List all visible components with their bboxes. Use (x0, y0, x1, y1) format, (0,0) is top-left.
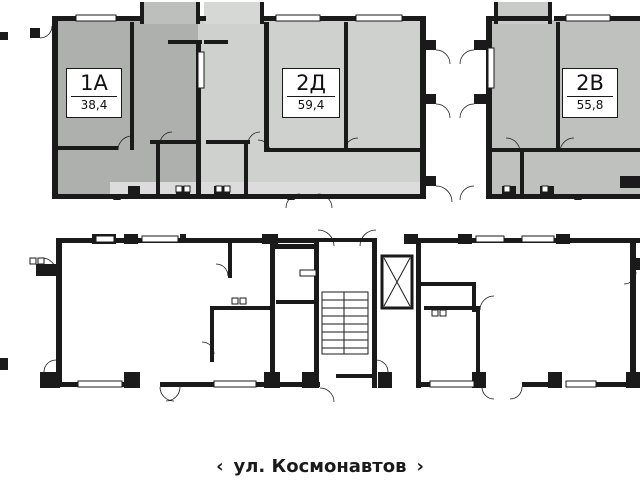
chevron-left-icon[interactable]: ‹ (216, 455, 224, 477)
apartment-number: 2Д (296, 71, 326, 95)
entry-arrows (113, 194, 582, 200)
street-name: ул. Космонавтов (233, 455, 407, 477)
street-caption: ‹ ул. Космонавтов › (0, 452, 640, 480)
apartment-area: 38,4 (71, 96, 117, 112)
apartment-area: 55,8 (567, 96, 613, 112)
windows-lower (29, 235, 597, 388)
chevron-right-icon[interactable]: › (416, 455, 424, 477)
elevator-shaft (383, 257, 411, 307)
walls-lower (0, 234, 640, 388)
apartment-label-2V[interactable]: 2В 55,8 (562, 68, 618, 118)
apartment-number: 1А (80, 71, 108, 95)
apartment-label-1A[interactable]: 1А 38,4 (66, 68, 122, 118)
doors-lower (41, 229, 637, 403)
staircase (321, 291, 369, 355)
apartment-area: 59,4 (287, 96, 335, 112)
apartment-label-2D[interactable]: 2Д 59,4 (282, 68, 340, 118)
plumbing-upper (175, 47, 549, 193)
apartment-number: 2В (576, 71, 604, 95)
windows-upper (75, 14, 611, 22)
floor-plan (0, 2, 640, 403)
doors-upper (39, 25, 575, 209)
